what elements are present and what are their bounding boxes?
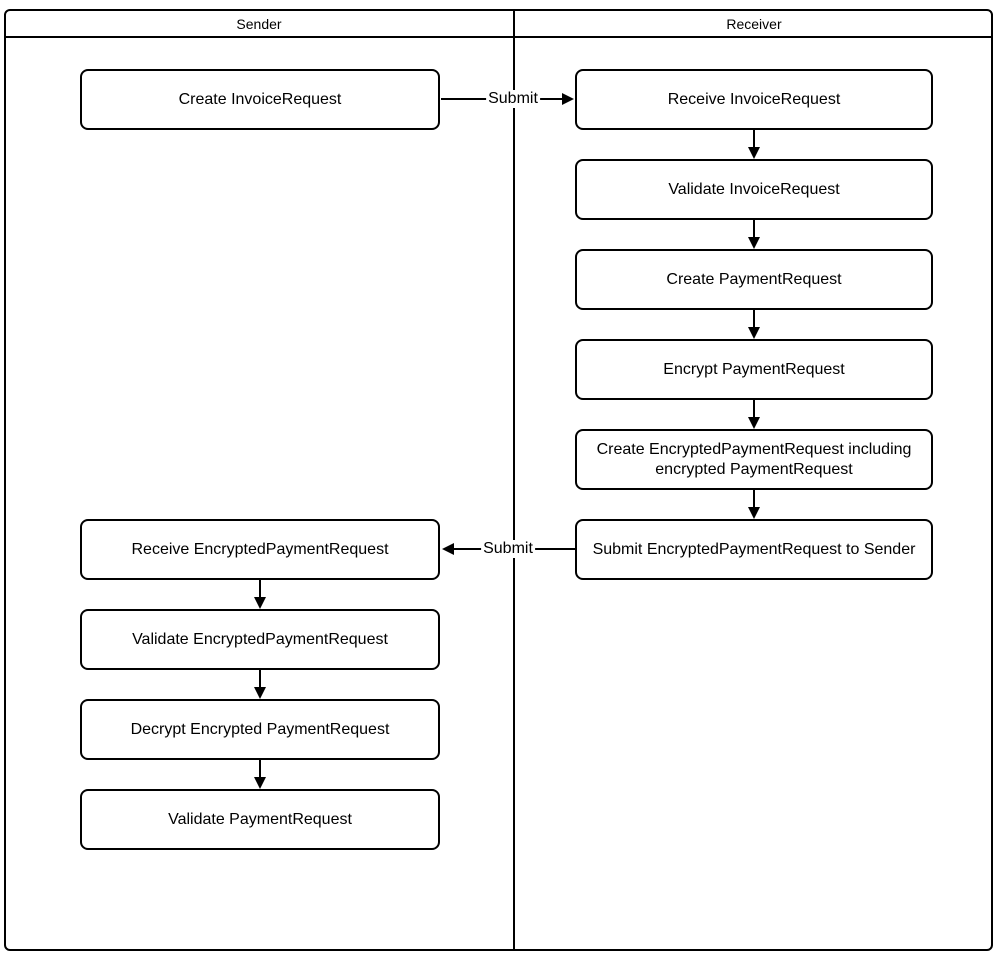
arrow-encrypt-payment-to-create-encrypted xyxy=(753,400,755,417)
arrow-submit-payment-label: Submit xyxy=(481,540,535,558)
node-validate-invoice-request: Validate InvoiceRequest xyxy=(575,159,933,220)
node-label: Validate EncryptedPaymentRequest xyxy=(132,630,388,648)
lane-title-receiver: Receiver xyxy=(726,16,782,32)
node-label: Decrypt Encrypted PaymentRequest xyxy=(130,720,390,738)
node-receive-encrypted-payment-request: Receive EncryptedPaymentRequest xyxy=(80,519,440,580)
arrow-submit-invoice-label: Submit xyxy=(486,90,540,108)
node-create-invoice-request: Create InvoiceRequest xyxy=(80,69,440,130)
node-label: Create PaymentRequest xyxy=(666,270,842,288)
arrowhead-down-icon xyxy=(254,777,266,789)
arrow-create-encrypted-to-submit xyxy=(753,490,755,507)
arrow-decrypt-to-validate-payment xyxy=(259,760,261,777)
arrowhead-down-icon xyxy=(254,687,266,699)
arrowhead-right-icon xyxy=(562,93,574,105)
node-label: Create EncryptedPaymentRequest including… xyxy=(596,440,912,478)
node-label: Create InvoiceRequest xyxy=(178,90,342,108)
arrow-create-payment-to-encrypt-payment xyxy=(753,310,755,327)
node-label: Submit EncryptedPaymentRequest to Sender xyxy=(592,540,916,558)
arrowhead-down-icon xyxy=(748,417,760,429)
node-label: Receive EncryptedPaymentRequest xyxy=(131,540,389,558)
node-label: Validate PaymentRequest xyxy=(168,810,352,828)
lane-divider xyxy=(513,9,515,951)
node-label: Receive InvoiceRequest xyxy=(667,90,841,108)
node-validate-encrypted-payment-request: Validate EncryptedPaymentRequest xyxy=(80,609,440,670)
arrow-validate-invoice-to-create-payment xyxy=(753,220,755,237)
arrowhead-left-icon xyxy=(442,543,454,555)
arrowhead-down-icon xyxy=(748,327,760,339)
node-submit-encrypted-payment-request: Submit EncryptedPaymentRequest to Sender xyxy=(575,519,933,580)
node-create-payment-request: Create PaymentRequest xyxy=(575,249,933,310)
arrowhead-down-icon xyxy=(748,147,760,159)
arrowhead-down-icon xyxy=(748,507,760,519)
arrow-receive-to-validate-invoice xyxy=(753,130,755,147)
arrowhead-down-icon xyxy=(254,597,266,609)
diagram-frame xyxy=(4,9,993,951)
lane-header-separator xyxy=(4,36,993,38)
node-validate-payment-request: Validate PaymentRequest xyxy=(80,789,440,850)
node-label: Validate InvoiceRequest xyxy=(668,180,840,198)
node-receive-invoice-request: Receive InvoiceRequest xyxy=(575,69,933,130)
arrow-validate-encrypted-to-decrypt xyxy=(259,670,261,687)
node-create-encrypted-payment-request: Create EncryptedPaymentRequest including… xyxy=(575,429,933,490)
node-label: Encrypt PaymentRequest xyxy=(663,360,845,378)
lane-title-sender: Sender xyxy=(236,16,282,32)
arrow-receive-encrypted-to-validate-encrypted xyxy=(259,580,261,597)
node-encrypt-payment-request: Encrypt PaymentRequest xyxy=(575,339,933,400)
node-decrypt-encrypted-payment-request: Decrypt Encrypted PaymentRequest xyxy=(80,699,440,760)
arrowhead-down-icon xyxy=(748,237,760,249)
